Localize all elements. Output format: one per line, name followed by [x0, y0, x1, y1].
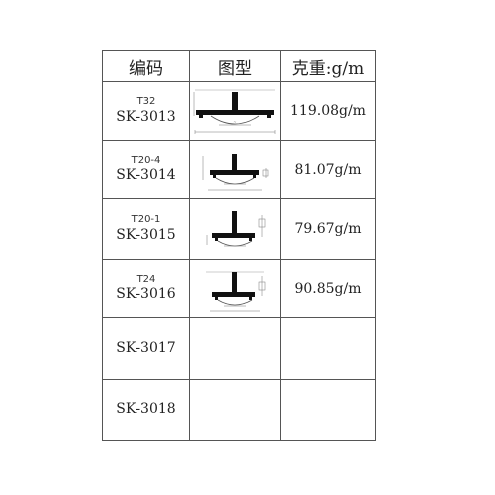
diagram-cell [189, 259, 281, 318]
code-cell: T32 SK-3013 [102, 81, 190, 141]
code-cell: T24 SK-3016 [102, 259, 190, 318]
product-code: SK-3015 [116, 226, 176, 243]
header-row: 编码 图型 克重:g/m [102, 50, 376, 82]
svg-text:~: ~ [234, 121, 237, 125]
header-weight: 克重:g/m [280, 50, 376, 82]
product-code: SK-3017 [116, 339, 176, 356]
weight-cell [280, 317, 376, 380]
code-cell: SK-3018 [102, 379, 190, 441]
diagram-cell: ~ [189, 81, 281, 141]
model-label: T24 [136, 273, 156, 285]
diagram-cell [189, 198, 281, 260]
code-cell: SK-3017 [102, 317, 190, 380]
weight-cell [280, 379, 376, 441]
product-code: SK-3016 [116, 286, 176, 302]
diagram-cell [189, 379, 281, 441]
product-code: SK-3013 [116, 108, 176, 125]
product-code: SK-3014 [116, 167, 176, 183]
t20-1-profile-drawing [206, 211, 266, 247]
weight-cell: 90.85g/m [280, 259, 376, 318]
code-cell: T20-1 SK-3015 [102, 198, 190, 260]
diagram-cell [189, 317, 281, 380]
model-label: T20-4 [131, 154, 161, 166]
model-label: T32 [136, 96, 156, 107]
table-row: T24 SK-3016 90.85g/m [102, 259, 376, 318]
table-row: T32 SK-3013 ~ 119.08g/m [102, 81, 376, 141]
code-cell: T20-4 SK-3014 [102, 140, 190, 199]
t20-4-profile-drawing [202, 153, 269, 190]
t32-profile-drawing: ~ [193, 89, 276, 134]
product-spec-table: 编码 图型 克重:g/m T32 SK-3013 ~ 119.08g/m [102, 50, 376, 441]
table-row: SK-3017 [102, 317, 376, 380]
header-diagram: 图型 [189, 50, 281, 82]
product-code: SK-3018 [116, 401, 176, 418]
table-row: SK-3018 [102, 379, 376, 441]
table-row: T20-1 SK-3015 79.67g/m [102, 198, 376, 260]
weight-cell: 79.67g/m [280, 198, 376, 260]
diagram-cell [189, 140, 281, 199]
table-row: T20-4 SK-3014 81.07g/m [102, 140, 376, 199]
model-label: T20-1 [131, 214, 161, 225]
weight-cell: 81.07g/m [280, 140, 376, 199]
t24-profile-drawing [206, 271, 266, 311]
header-code: 编码 [102, 50, 190, 82]
weight-cell: 119.08g/m [280, 81, 376, 141]
